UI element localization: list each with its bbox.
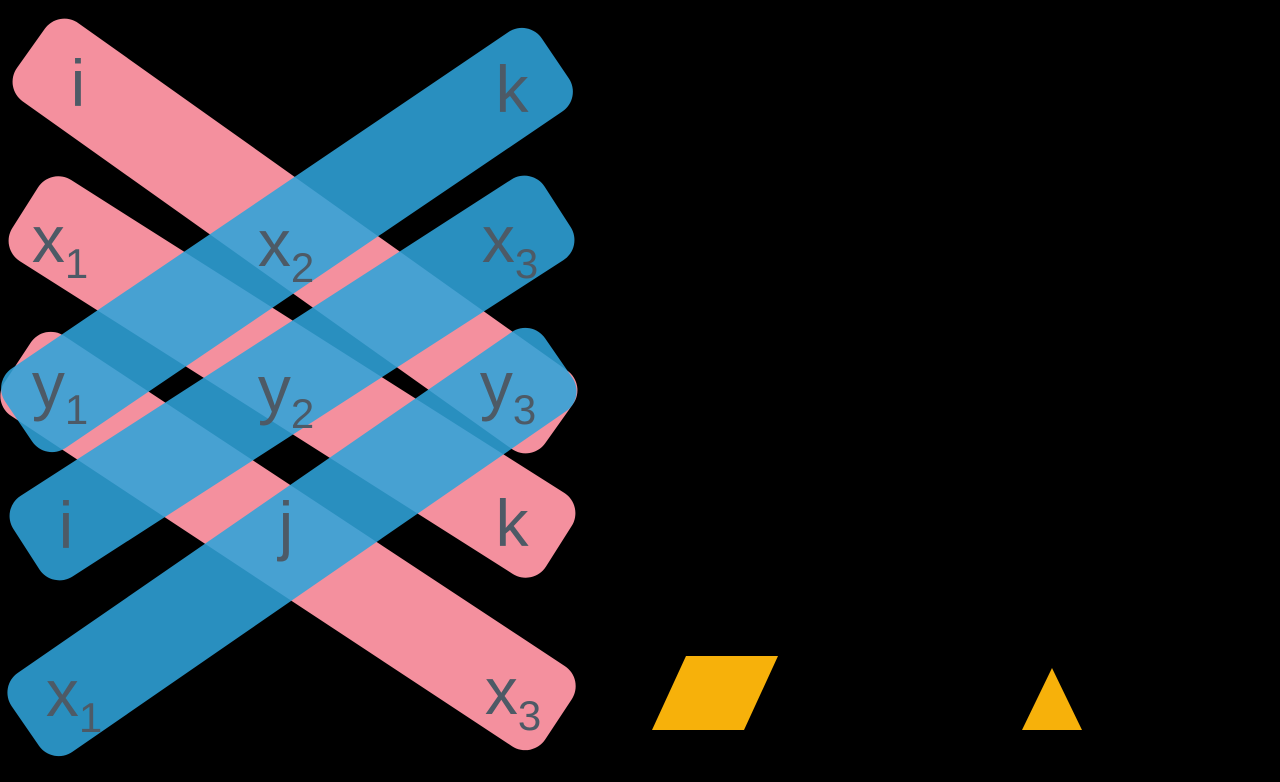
label-base: i — [59, 488, 74, 562]
label-base: y — [258, 352, 291, 426]
triangle-shape — [1022, 668, 1082, 730]
blue-bars — [1, 27, 577, 757]
label-base: x — [482, 202, 515, 276]
label-sub: 1 — [79, 694, 102, 741]
label-sub: 1 — [65, 386, 88, 433]
label-row5-x3: x3 — [485, 654, 541, 739]
label-row2-x1: x1 — [32, 202, 88, 287]
label-sub: 3 — [513, 386, 536, 433]
blue-bar-middle — [9, 175, 575, 581]
blue-bar-bottom — [7, 327, 577, 757]
label-row3-y1: y1 — [32, 348, 88, 433]
label-base: k — [496, 52, 530, 126]
label-row4-i: i — [59, 488, 74, 562]
label-base: x — [258, 206, 291, 280]
label-row2-x2: x2 — [258, 206, 314, 291]
label-base: x — [32, 202, 65, 276]
label-sub: 3 — [515, 240, 538, 287]
label-row4-k: k — [496, 486, 530, 560]
label-row4-j: j — [277, 488, 294, 562]
label-sub: 2 — [291, 390, 314, 437]
label-row1-i: i — [71, 46, 86, 120]
label-sub: 1 — [65, 240, 88, 287]
label-sub: 2 — [291, 244, 314, 291]
label-row5-x1: x1 — [46, 656, 102, 741]
label-row2-x3: x3 — [482, 202, 538, 287]
label-sub: 3 — [518, 692, 541, 739]
parallelogram-shape — [652, 656, 778, 730]
label-base: y — [480, 348, 513, 422]
blue-bar-top — [1, 27, 573, 453]
yellow-figures — [652, 656, 1082, 730]
label-base: x — [46, 656, 79, 730]
label-base: k — [496, 486, 530, 560]
label-row3-y3: y3 — [480, 348, 536, 433]
label-row1-k: k — [496, 52, 530, 126]
label-row3-y2: y2 — [258, 352, 314, 437]
label-base: y — [32, 348, 65, 422]
label-base: i — [71, 46, 86, 120]
matrix-labels: i k x1 x2 x3 y1 y2 y3 i j k x1 x3 — [32, 46, 541, 741]
label-base: j — [277, 488, 294, 562]
label-base: x — [485, 654, 518, 728]
